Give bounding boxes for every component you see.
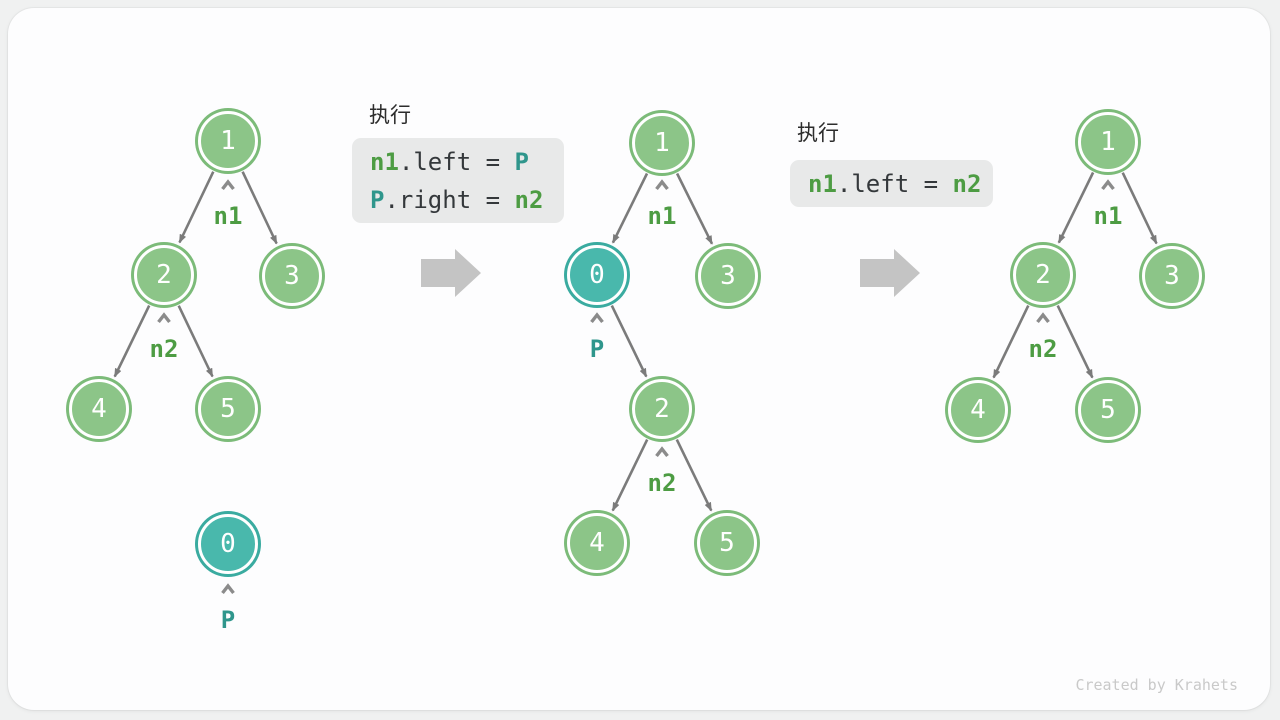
code-line: n1.left = P [370, 143, 564, 181]
code-token: n2 [514, 185, 544, 214]
code-line: n1.left = n2 [808, 165, 993, 203]
flow-arrow-icon [421, 249, 481, 297]
initial-tree-node-0: 0 [198, 514, 258, 574]
final-tree-pointer-label-n1: n1 [1093, 202, 1123, 230]
final-tree-node-4: 4 [948, 380, 1008, 440]
final-tree-pointer-label-n2: n2 [1028, 335, 1058, 363]
code-token: n1 [370, 147, 399, 176]
inserted-tree-node-0: 0 [567, 245, 627, 305]
credit-text: Created by Krahets [1075, 676, 1238, 694]
initial-tree-node-5: 5 [198, 379, 258, 439]
inserted-tree-edge [675, 172, 714, 245]
final-tree-node-2: 2 [1013, 245, 1073, 305]
caret-up-icon [221, 583, 235, 595]
initial-tree-edge [178, 171, 215, 244]
caret-up-icon [1036, 312, 1050, 324]
caret-up-icon [655, 179, 669, 191]
code-token: P [370, 185, 385, 214]
initial-tree-edge [177, 305, 214, 378]
initial-tree-pointer-label-P: P [220, 606, 236, 634]
code-token: n1 [808, 169, 837, 198]
inserted-tree-node-1: 1 [632, 113, 692, 173]
inserted-tree-pointer-label-n2: n2 [647, 469, 677, 497]
code-block-2: n1.left = n2 [790, 160, 993, 207]
inserted-tree-pointer-label-n1: n1 [647, 202, 677, 230]
initial-tree-node-3: 3 [262, 246, 322, 306]
caret-up-icon [655, 446, 669, 458]
inserted-tree-node-2: 2 [632, 379, 692, 439]
final-tree-edge [1121, 172, 1158, 245]
initial-tree-node-4: 4 [69, 379, 129, 439]
final-tree-node-3: 3 [1142, 246, 1202, 306]
final-tree-edge [992, 305, 1030, 379]
inserted-tree-pointer-label-P: P [589, 335, 605, 363]
initial-tree-pointer-label-n2: n2 [149, 335, 179, 363]
code-token: .right = [384, 185, 515, 214]
code-line: P.right = n2 [370, 181, 564, 219]
inserted-tree-edge [611, 172, 649, 244]
code-token: n2 [952, 169, 982, 198]
code-token: .left = [398, 147, 515, 176]
caret-up-icon [157, 312, 171, 324]
inserted-tree-node-5: 5 [697, 513, 757, 573]
exec-label-1: 执行 [369, 104, 411, 127]
final-tree-edge [1056, 305, 1094, 379]
code-token: .left = [836, 169, 953, 198]
caret-up-icon [1101, 179, 1115, 191]
code-token: P [514, 147, 529, 176]
final-tree-edge [1057, 171, 1095, 244]
inserted-tree-node-4: 4 [567, 513, 627, 573]
initial-tree-node-1: 1 [198, 111, 258, 171]
inserted-tree-edge [675, 439, 713, 512]
exec-label-2: 执行 [797, 122, 839, 145]
caret-up-icon [590, 312, 604, 324]
initial-tree-pointer-label-n1: n1 [213, 202, 243, 230]
inserted-tree-edge [610, 305, 648, 378]
inserted-tree-edge [611, 439, 649, 512]
inserted-tree-node-3: 3 [698, 246, 758, 306]
initial-tree-edge [113, 305, 151, 378]
caret-up-icon [221, 179, 235, 191]
initial-tree-node-2: 2 [134, 245, 194, 305]
final-tree-node-1: 1 [1078, 112, 1138, 172]
final-tree-node-5: 5 [1078, 380, 1138, 440]
flow-arrow-icon [860, 249, 920, 297]
initial-tree-edge [241, 171, 278, 245]
